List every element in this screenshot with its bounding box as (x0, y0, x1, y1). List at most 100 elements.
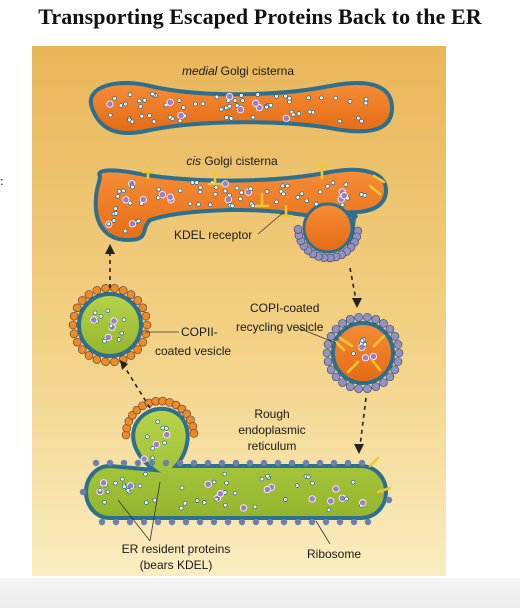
lumen-dot (278, 189, 284, 194)
ribosome (322, 518, 330, 526)
lumen-dot (105, 489, 111, 495)
lumen-dot (123, 101, 128, 107)
ribosome (288, 459, 296, 467)
cargo-protein (359, 499, 367, 507)
lumen-dot (333, 95, 338, 101)
lumen-dot (190, 180, 195, 185)
lumen-dot (363, 100, 369, 106)
kdel-receptor-label: KDEL receptor (174, 228, 252, 242)
rer-label-line3: reticulum (248, 439, 297, 453)
ribosome (330, 459, 338, 467)
coat-protein (371, 315, 381, 324)
lumen-dot (214, 94, 220, 100)
coat-protein (363, 312, 372, 322)
coat-protein (141, 329, 151, 339)
lumen-dot (265, 473, 270, 479)
lumen-dot (138, 104, 143, 109)
lumen-dot (177, 118, 183, 124)
transport-arrows (105, 244, 367, 454)
ribosome (106, 459, 114, 467)
cargo-protein (163, 431, 171, 439)
ribosome (252, 518, 260, 526)
lumen-dot (127, 200, 133, 206)
coat-protein (393, 340, 403, 349)
ribosome (238, 518, 246, 526)
cargo-protein (166, 193, 174, 201)
cargo-protein (140, 455, 148, 463)
lumen-dot (232, 490, 238, 496)
rough-er (83, 407, 389, 520)
lumen-dot (299, 191, 305, 197)
lumen-dot (218, 107, 224, 112)
ribosomes (79, 459, 393, 526)
lumen-dot (198, 185, 203, 190)
cargo-protein (225, 92, 234, 101)
lumen-dot (259, 476, 265, 482)
ribosome (246, 459, 254, 467)
lumen-dot (193, 101, 198, 107)
lumen-dot (325, 183, 330, 189)
coat-protein (69, 329, 79, 339)
lumen-dot (313, 201, 319, 207)
lumen-dot (239, 93, 244, 98)
ribosome (218, 459, 226, 467)
ribosome (148, 459, 156, 467)
lumen-dot (97, 487, 103, 493)
lumen-dot (176, 98, 182, 103)
lumen-dot (202, 500, 207, 505)
lumen-dot (108, 323, 114, 329)
lumen-dot (125, 488, 131, 493)
coat-protein (326, 331, 336, 341)
coat-protein (371, 382, 381, 391)
coat-protein (354, 312, 363, 322)
coat-protein (323, 340, 333, 349)
coat-protein (379, 378, 388, 387)
coat-protein (72, 303, 82, 313)
lumen-dot (264, 189, 270, 194)
cargo-protein (139, 195, 147, 204)
lumen-dot (207, 202, 213, 208)
lumen-dot (363, 96, 369, 102)
page-title: Transporting Escaped Proteins Back to th… (38, 4, 482, 29)
lumen-dot (283, 497, 288, 502)
coat-protein (126, 290, 136, 299)
coat-protein (92, 286, 102, 295)
lumen-dot (137, 483, 143, 489)
lumen-dot (115, 194, 121, 199)
arrow-copi-to-er-head (354, 444, 364, 454)
lumen-dot (252, 504, 258, 510)
ribosome-leader (315, 520, 331, 545)
coat-protein (189, 429, 199, 438)
copi-label-line1: COPI-coated (250, 301, 319, 315)
ribosome (294, 518, 302, 526)
bottom-fade (0, 578, 520, 608)
lumen-dot (211, 479, 217, 485)
cargo-protein (104, 333, 112, 341)
arrow-copi-to-er (359, 397, 367, 447)
lumen-dot (143, 500, 149, 505)
lumen-dot (274, 199, 279, 205)
lumen-dot (351, 351, 356, 356)
arrow-er-to-copii-head (120, 360, 128, 370)
cargo-protein (221, 180, 229, 188)
copi-bud-coat (293, 224, 363, 263)
lumen-dot (283, 93, 288, 99)
lumen-dot (151, 119, 157, 124)
lumen-dot (343, 182, 349, 187)
lumen-dot (304, 198, 309, 204)
lumen-dot (317, 189, 323, 195)
lumen-dot (213, 185, 219, 190)
cargo-protein (240, 504, 248, 512)
coat-protein (379, 319, 388, 328)
lumen-dot (105, 308, 111, 314)
cargo-protein (177, 111, 185, 120)
lumen-dot (255, 92, 261, 97)
ribosome (92, 459, 100, 467)
ribosome (350, 518, 358, 526)
lumen-dot (150, 91, 155, 97)
cis-golgi-label: cis Golgi cisterna (186, 154, 278, 168)
ribosome (302, 459, 310, 467)
lumen-dot (142, 97, 148, 103)
ribosome (134, 459, 142, 467)
lumen-dot (234, 103, 240, 108)
